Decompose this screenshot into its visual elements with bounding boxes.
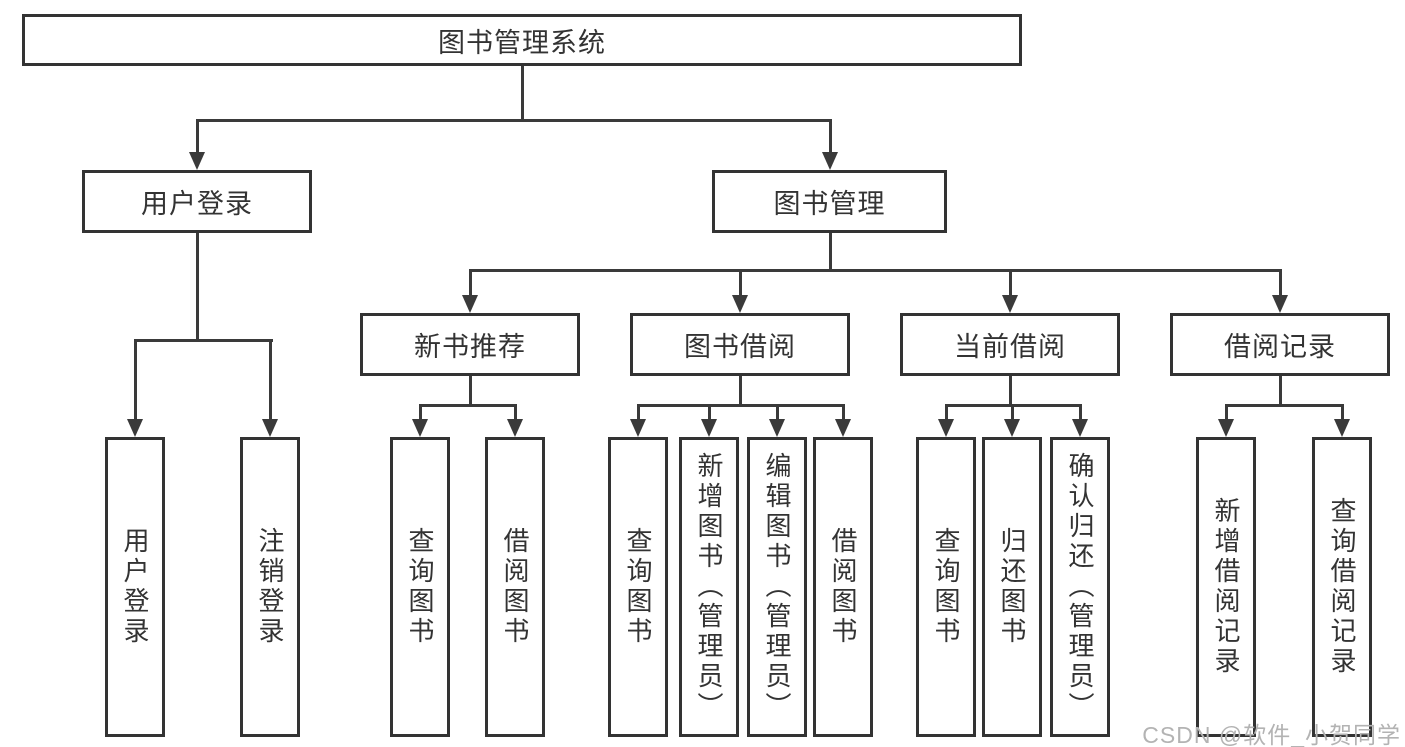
arrow-down (1002, 295, 1018, 313)
arrow-down (1072, 419, 1088, 437)
connector-line (419, 404, 422, 421)
arrow-down (769, 419, 785, 437)
leaf-recommend-borrow-books-label: 借阅图书 (500, 527, 530, 647)
leaf-borrow-borrow-books-label: 借阅图书 (828, 527, 858, 647)
arrow-down (938, 419, 954, 437)
leaf-borrow-edit-books-admin-label: 编辑图书（管理员） (762, 452, 792, 722)
leaf-borrow-add-books-admin: 新增图书（管理员） (679, 437, 739, 737)
connector-line (196, 233, 199, 340)
leaf-current-return-books: 归还图书 (982, 437, 1042, 737)
leaf-borrow-edit-books-admin: 编辑图书（管理员） (747, 437, 807, 737)
arrow-down (732, 295, 748, 313)
connector-line (1225, 404, 1344, 407)
node-borrow-records: 借阅记录 (1170, 313, 1390, 376)
node-root-system: 图书管理系统 (22, 14, 1022, 66)
node-book-management: 图书管理 (712, 170, 947, 233)
connector-line (945, 404, 948, 421)
connector-line (739, 269, 742, 297)
arrow-down (1334, 419, 1350, 437)
connector-line (1341, 404, 1344, 421)
leaf-current-return-books-label: 归还图书 (997, 527, 1027, 647)
leaf-records-add-record: 新增借阅记录 (1196, 437, 1256, 737)
connector-line (521, 66, 524, 120)
node-borrow-records-label: 借阅记录 (1224, 332, 1336, 362)
leaf-records-add-record-label: 新增借阅记录 (1211, 497, 1241, 677)
leaf-user-login-label: 用户登录 (120, 527, 150, 647)
connector-line (637, 404, 845, 407)
leaf-borrow-add-books-admin-label: 新增图书（管理员） (694, 452, 724, 722)
arrow-down (262, 419, 278, 437)
connector-line (829, 233, 832, 271)
leaf-records-query-record-label: 查询借阅记录 (1327, 497, 1357, 677)
leaf-current-query-books: 查询图书 (916, 437, 976, 737)
connector-line (269, 339, 272, 421)
connector-line (469, 376, 472, 405)
node-new-book-recommend-label: 新书推荐 (414, 332, 526, 362)
arrow-down (822, 152, 838, 170)
node-user-login-label: 用户登录 (141, 189, 253, 219)
connector-line (1225, 404, 1228, 421)
leaf-borrow-query-books-label: 查询图书 (623, 527, 653, 647)
arrow-down (412, 419, 428, 437)
connector-line (708, 404, 711, 421)
node-current-borrow-label: 当前借阅 (954, 332, 1066, 362)
arrow-down (127, 419, 143, 437)
arrow-down (630, 419, 646, 437)
connector-line (134, 339, 273, 342)
connector-line (419, 404, 517, 407)
node-book-management-label: 图书管理 (773, 189, 886, 219)
connector-line (1009, 269, 1012, 297)
leaf-recommend-query-books: 查询图书 (390, 437, 450, 737)
arrow-down (462, 295, 478, 313)
connector-line (842, 404, 845, 421)
leaf-logout: 注销登录 (240, 437, 300, 737)
arrow-down (701, 419, 717, 437)
watermark: CSDN @软件_小贺同学 (1142, 722, 1401, 747)
arrow-down (835, 419, 851, 437)
leaf-borrow-query-books: 查询图书 (608, 437, 668, 737)
connector-line (469, 269, 1282, 272)
connector-line (1279, 269, 1282, 297)
connector-line (637, 404, 640, 421)
node-root-label: 图书管理系统 (438, 27, 606, 58)
arrow-down (507, 419, 523, 437)
connector-line (776, 404, 779, 421)
connector-line (514, 404, 517, 421)
connector-line (134, 339, 137, 421)
leaf-recommend-query-books-label: 查询图书 (405, 527, 435, 647)
node-user-login: 用户登录 (82, 170, 312, 233)
leaf-current-confirm-return-admin: 确认归还（管理员） (1050, 437, 1110, 737)
connector-line (1279, 376, 1282, 405)
connector-line (1011, 404, 1014, 421)
arrow-down (1272, 295, 1288, 313)
node-current-borrow: 当前借阅 (900, 313, 1120, 376)
leaf-borrow-borrow-books: 借阅图书 (813, 437, 873, 737)
leaf-records-query-record: 查询借阅记录 (1312, 437, 1372, 737)
connector-line (196, 119, 199, 154)
arrow-down (1004, 419, 1020, 437)
leaf-recommend-borrow-books: 借阅图书 (485, 437, 545, 737)
arrow-down (1218, 419, 1234, 437)
connector-line (829, 119, 832, 154)
node-new-book-recommend: 新书推荐 (360, 313, 580, 376)
connector-line (1009, 376, 1012, 405)
leaf-logout-label: 注销登录 (255, 527, 285, 647)
leaf-current-query-books-label: 查询图书 (931, 527, 961, 647)
node-book-borrow-label: 图书借阅 (684, 332, 796, 362)
connector-line (469, 269, 472, 297)
connector-line (196, 119, 832, 122)
connector-line (739, 376, 742, 405)
node-book-borrow: 图书借阅 (630, 313, 850, 376)
leaf-user-login: 用户登录 (105, 437, 165, 737)
leaf-current-confirm-return-admin-label: 确认归还（管理员） (1065, 452, 1095, 722)
connector-line (1079, 404, 1082, 421)
arrow-down (189, 152, 205, 170)
